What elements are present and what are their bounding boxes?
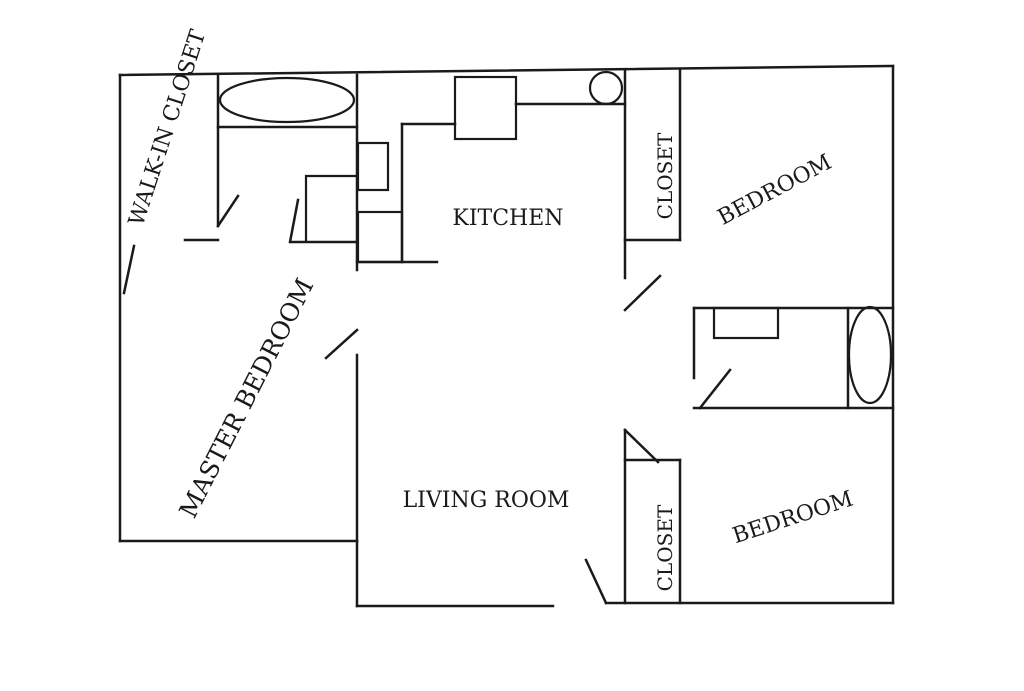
water-heater	[588, 70, 624, 106]
label-walk-in-closet: WALK-IN CLOSET	[124, 27, 211, 230]
vanity	[304, 174, 357, 242]
label-closet-top: CLOSET	[653, 132, 677, 219]
label-bedroom-bottom: BEDROOM	[730, 487, 857, 549]
exterior-walls	[118, 64, 895, 608]
label-kitchen: KITCHEN	[452, 206, 563, 231]
door-swings	[122, 194, 732, 605]
label-closet-bottom: CLOSET	[653, 504, 677, 591]
label-master-bedroom: MASTER BEDROOM	[173, 274, 319, 523]
refrigerator	[453, 75, 518, 141]
vanity-second	[712, 306, 780, 340]
fixtures	[218, 70, 893, 405]
bathtub-master	[218, 76, 356, 124]
bathtub-second	[847, 305, 893, 405]
dishwasher	[356, 210, 404, 264]
label-living-room: LIVING ROOM	[403, 488, 570, 513]
label-bedroom-top: BEDROOM	[714, 150, 836, 231]
range	[356, 141, 390, 192]
